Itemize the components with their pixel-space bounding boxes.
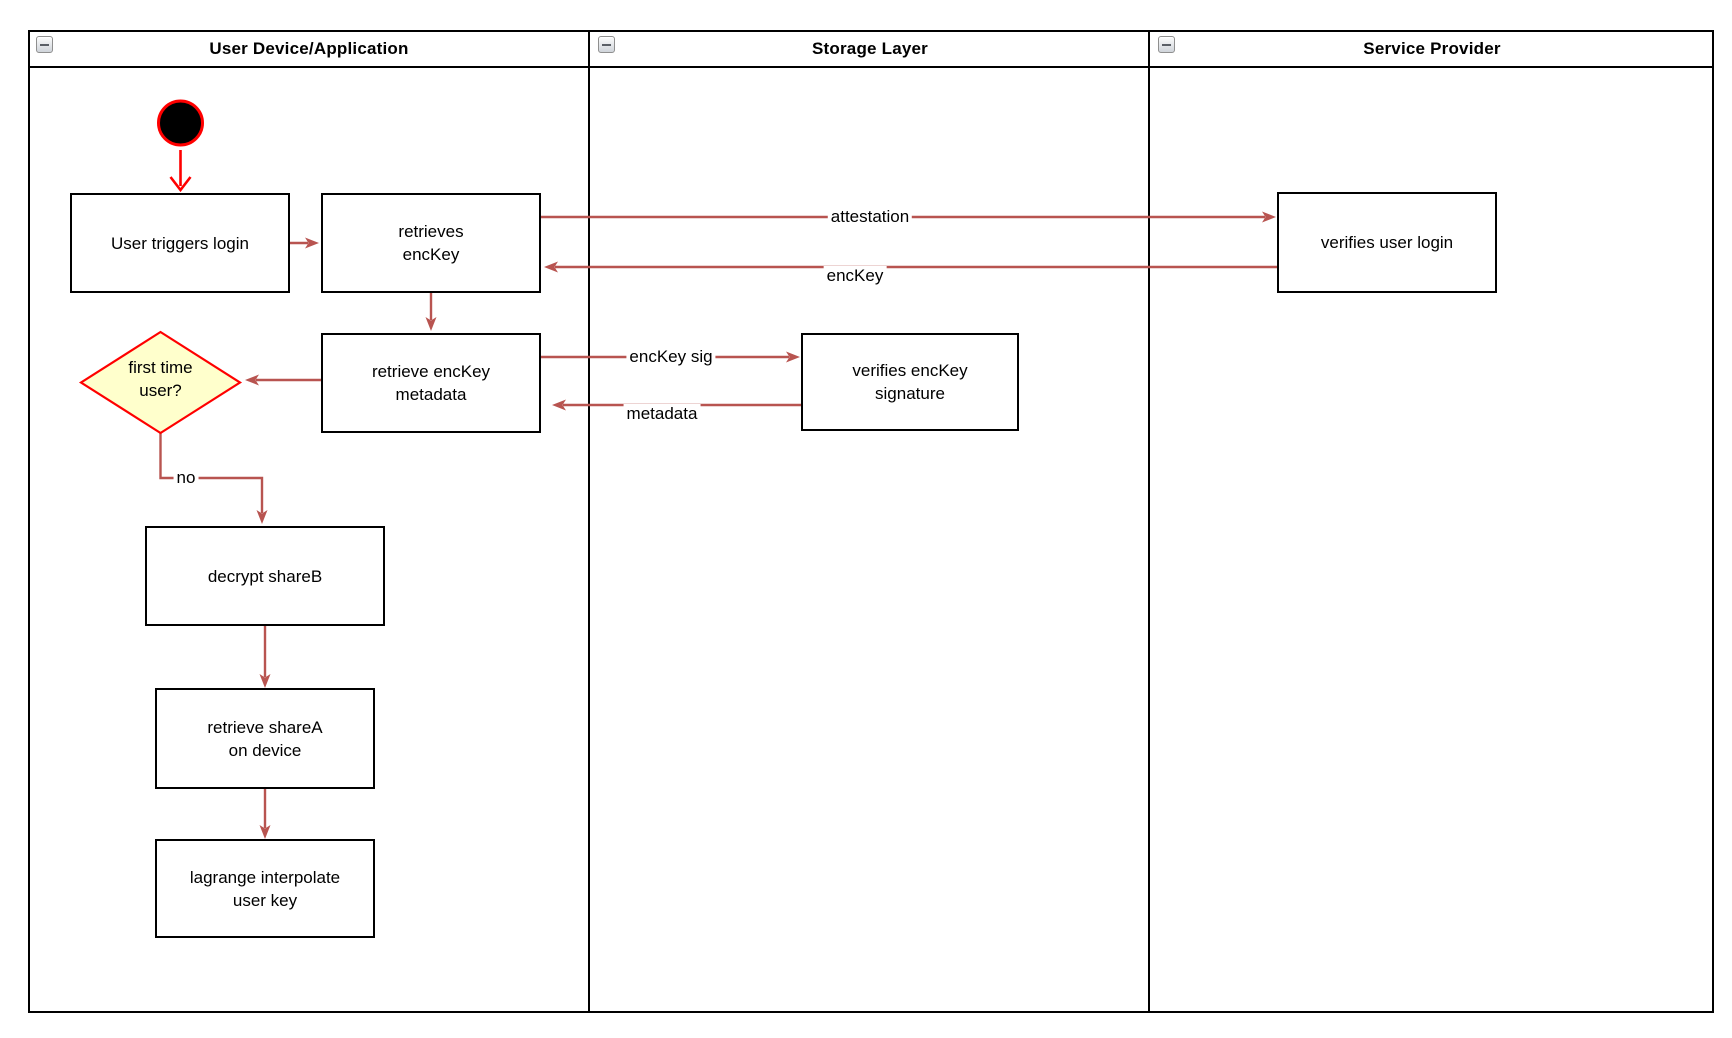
edge-label-attestation: attestation xyxy=(827,207,913,227)
edge-sharea-to-lagrange xyxy=(259,789,271,839)
start-node[interactable] xyxy=(157,99,204,147)
lane-title-service-provider: Service Provider xyxy=(1363,39,1501,58)
edge-label-no: no xyxy=(173,468,199,488)
lane-divider-1 xyxy=(588,30,590,1013)
lane-header-user-device: User Device/Application xyxy=(28,30,590,68)
minus-icon xyxy=(602,43,611,46)
lane-title-storage-layer: Storage Layer xyxy=(812,39,928,58)
lane-title-user-device: User Device/Application xyxy=(209,39,409,58)
lane-header-service-provider: Service Provider xyxy=(1150,30,1714,68)
lane-divider-2 xyxy=(1148,30,1150,1013)
edge-enckey-return xyxy=(544,261,1277,273)
node-decrypt-shareb[interactable]: decrypt shareB xyxy=(145,526,385,626)
edge-no-path xyxy=(159,433,268,524)
collapse-lane-button[interactable] xyxy=(1158,36,1175,53)
pool-border xyxy=(28,30,1714,1013)
decision-first-time-user[interactable] xyxy=(78,330,243,435)
minus-icon xyxy=(40,43,49,46)
collapse-lane-button[interactable] xyxy=(598,36,615,53)
node-retrieve-enckey-metadata[interactable]: retrieve encKey metadata xyxy=(321,333,541,433)
node-verifies-enckey-signature[interactable]: verifies encKey signature xyxy=(801,333,1019,431)
lane-header-storage-layer: Storage Layer xyxy=(590,30,1150,68)
edge-label-enckey: encKey xyxy=(823,266,887,286)
node-retrieve-sharea[interactable]: retrieve shareA on device xyxy=(155,688,375,789)
node-verifies-user-login[interactable]: verifies user login xyxy=(1277,192,1497,293)
start-arrow xyxy=(169,150,192,193)
collapse-lane-button[interactable] xyxy=(36,36,53,53)
edge-shareb-to-sharea xyxy=(259,626,271,688)
node-retrieves-enckey[interactable]: retrieves encKey xyxy=(321,193,541,293)
edge-label-enckey-sig: encKey sig xyxy=(626,347,716,367)
node-lagrange-interpolate[interactable]: lagrange interpolate user key xyxy=(155,839,375,938)
decision-label: first time user? xyxy=(128,358,193,400)
edge-metadata-to-decision xyxy=(245,374,321,386)
edge-label-metadata: metadata xyxy=(623,404,701,424)
edge-retrieves-to-metadata xyxy=(425,293,437,331)
minus-icon xyxy=(1162,43,1171,46)
lane-header-separator xyxy=(28,66,1714,68)
node-user-triggers-login[interactable]: User triggers login xyxy=(70,193,290,293)
edge-login-to-retrieves xyxy=(290,237,319,249)
